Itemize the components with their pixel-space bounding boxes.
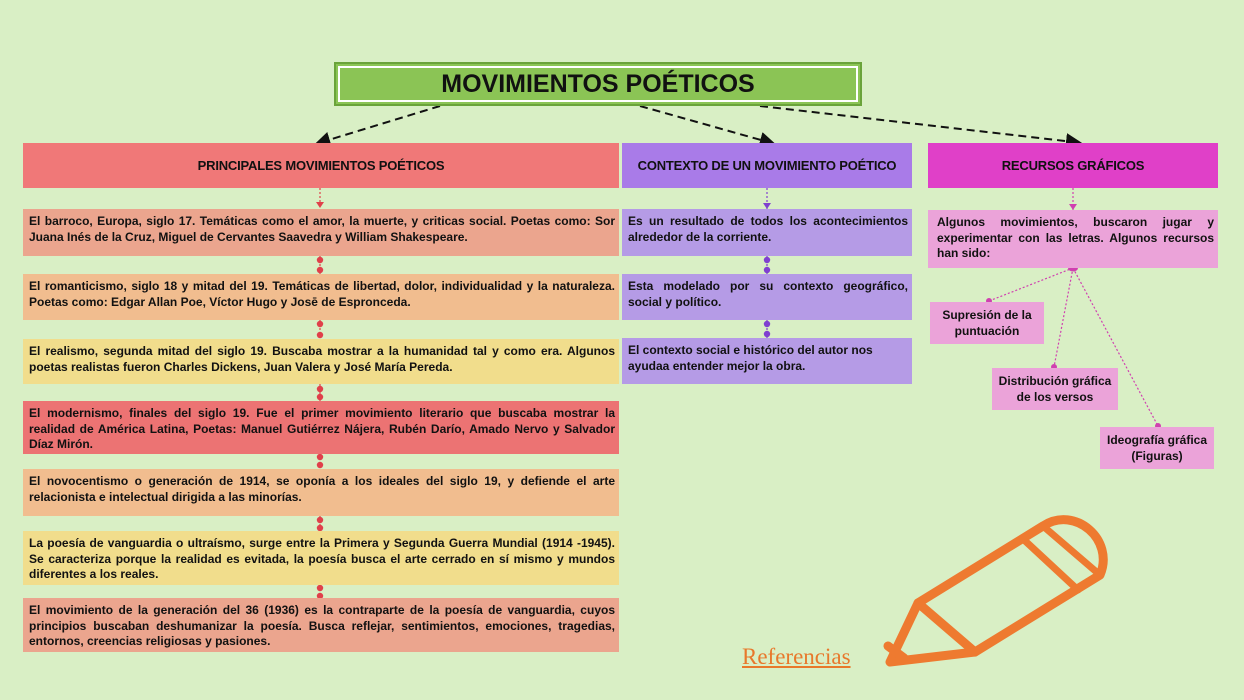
pencil-icon [883, 515, 1108, 667]
header-recursos-graficos: RECURSOS GRÁFICOS [928, 143, 1218, 188]
contexto-item-1: Es un resultado de todos los acontecimie… [622, 209, 912, 256]
recursos-intro: Algunos movimientos, buscaron jugar y ex… [928, 210, 1218, 268]
movimiento-barroco: El barroco, Europa, siglo 17. Temáticas … [23, 209, 619, 256]
contexto-item-3: El contexto social e histórico del autor… [622, 338, 912, 384]
movimiento-generacion-36: El movimiento de la generación del 36 (1… [23, 598, 619, 652]
referencias-link[interactable]: Referencias [742, 644, 851, 669]
recurso-ideografia-grafica: Ideografía gráfica (Figuras) [1100, 427, 1214, 469]
header-principales-movimientos: PRINCIPALES MOVIMIENTOS POÉTICOS [23, 143, 619, 188]
movimiento-vanguardia: La poesía de vanguardia o ultraísmo, sur… [23, 531, 619, 585]
arrow-to-contexto [639, 105, 776, 148]
movimiento-realismo: El realismo, segunda mitad del siglo 19.… [23, 339, 619, 384]
recurso-distribucion-grafica: Distribución gráfica de los versos [992, 368, 1118, 410]
recurso-supresion-puntuacion: Supresión de la puntuación [930, 302, 1044, 344]
arrow-to-recursos [759, 105, 1082, 150]
movimiento-modernismo: El modernismo, finales del siglo 19. Fue… [23, 401, 619, 454]
page-title: MOVIMIENTOS POÉTICOS [334, 62, 862, 106]
movimiento-romanticismo: El romanticismo, siglo 18 y mitad del 19… [23, 274, 619, 320]
arrow-to-movimientos [314, 105, 441, 148]
header-contexto: CONTEXTO DE UN MOVIMIENTO POÉTICO [622, 143, 912, 188]
contexto-item-2: Esta modelado por su contexto geográfico… [622, 274, 912, 320]
movimiento-novocentismo: El novocentismo o generación de 1914, se… [23, 469, 619, 516]
